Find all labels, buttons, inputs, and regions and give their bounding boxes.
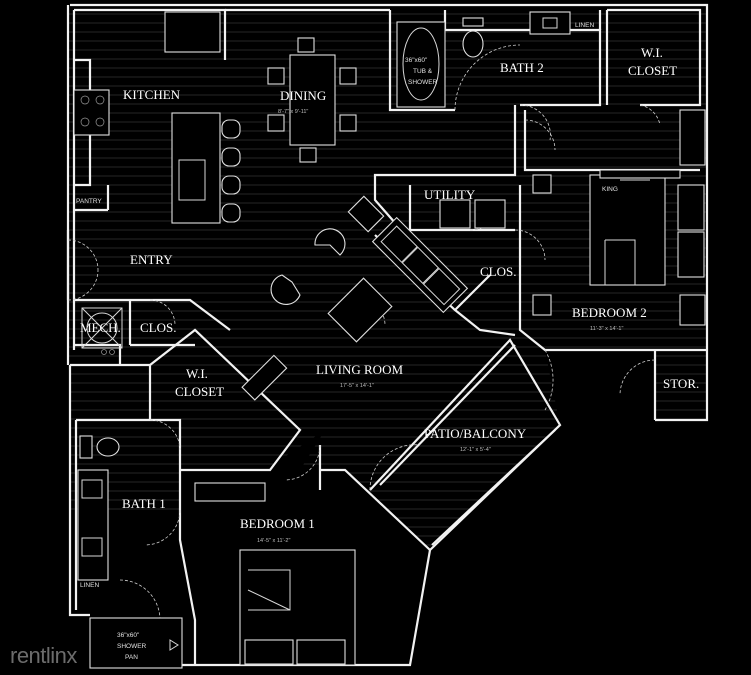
mech-label: MECH.: [80, 320, 121, 335]
shower-pan-label-line2: SHOWER: [117, 643, 147, 650]
coffee-table: [327, 277, 393, 343]
closet-lower-label: CLOS.: [140, 320, 176, 335]
kitchen-sink: [178, 159, 206, 201]
fixture-labels: LINEN LINEN KING 36"x60" TUB & SHOWER 36…: [80, 22, 618, 661]
bath2-fixtures: [396, 11, 571, 108]
mech-unit: [81, 307, 123, 355]
patio-dimensions: 12'-1" x 5'-4": [460, 447, 491, 453]
living-room-label: LIVING ROOM: [316, 362, 403, 377]
wi-closet2-label-line1: W.I.: [641, 45, 663, 60]
bar-stool: [221, 147, 241, 167]
linen-top-label: LINEN: [575, 22, 594, 29]
king-bed: [589, 174, 666, 286]
bar-stool: [221, 203, 241, 223]
utility-label: UTILITY: [424, 187, 476, 202]
shower-pan-label-line1: 36"x60": [117, 632, 140, 639]
bathtub: [396, 21, 446, 108]
rentlinx-watermark: rentlinx: [10, 643, 77, 668]
bath1-label: BATH 1: [122, 496, 166, 511]
bedroom1-furniture: [194, 482, 356, 666]
shower: [89, 617, 183, 669]
armchair: [314, 228, 346, 256]
bedroom2-label: BEDROOM 2: [572, 305, 647, 320]
cooktop: [73, 89, 110, 136]
bar-stool: [221, 175, 241, 195]
tub-shower-label-line2: TUB &: [413, 68, 433, 75]
shower-pan-label-line3: PAN: [125, 654, 138, 661]
bedroom2-dimensions: 11'-3" x 14'-1": [590, 326, 623, 332]
sofa: [371, 216, 469, 314]
toilet: [96, 437, 120, 457]
kitchen-island: [171, 112, 221, 224]
bedroom1-label: BEDROOM 1: [240, 516, 315, 531]
closet-upper-label: CLOS.: [480, 264, 516, 279]
tub-shower-label-line3: SHOWER: [408, 79, 438, 86]
pantry-label: PANTRY: [76, 198, 102, 205]
wi-closet1-label-line2: CLOSET: [175, 384, 224, 399]
kitchen-fixtures: [73, 11, 241, 224]
dining-dimensions: 8'-7" x 9'-11": [278, 109, 308, 115]
dining-table: [267, 37, 357, 163]
bedroom2-furniture: [532, 109, 706, 326]
wi-closet2-label-line2: CLOSET: [628, 63, 677, 78]
dining-label: DINING: [280, 88, 326, 103]
bar-stool: [221, 119, 241, 139]
laundry: [347, 195, 506, 233]
kitchen-label: KITCHEN: [123, 87, 181, 102]
vanity: [77, 469, 109, 581]
room-labels: KITCHEN DINING 8'-7" x 9'-11" BATH 2 W.I…: [76, 45, 699, 544]
living-room-dimensions: 17'-5" x 14'-1": [340, 383, 374, 389]
bath2-label: BATH 2: [500, 60, 544, 75]
bath1-fixtures: [77, 435, 183, 669]
wi-closet1-label-line1: W.I.: [186, 366, 208, 381]
entry-label: ENTRY: [130, 252, 173, 267]
storage-label: STOR.: [663, 376, 699, 391]
toilet: [462, 30, 484, 58]
tub-shower-label-line1: 36"x60": [405, 57, 428, 64]
patio-label: PATIO/BALCONY: [424, 426, 527, 441]
living-room-furniture: [241, 216, 469, 401]
armchair: [270, 274, 301, 305]
king-bed-label: KING: [602, 186, 618, 193]
walls: [66, 3, 709, 667]
refrigerator: [164, 11, 221, 53]
vanity: [529, 11, 571, 35]
linen-bottom-label: LINEN: [80, 582, 99, 589]
bedroom1-dimensions: 14'-5" x 11'-2": [257, 538, 290, 544]
